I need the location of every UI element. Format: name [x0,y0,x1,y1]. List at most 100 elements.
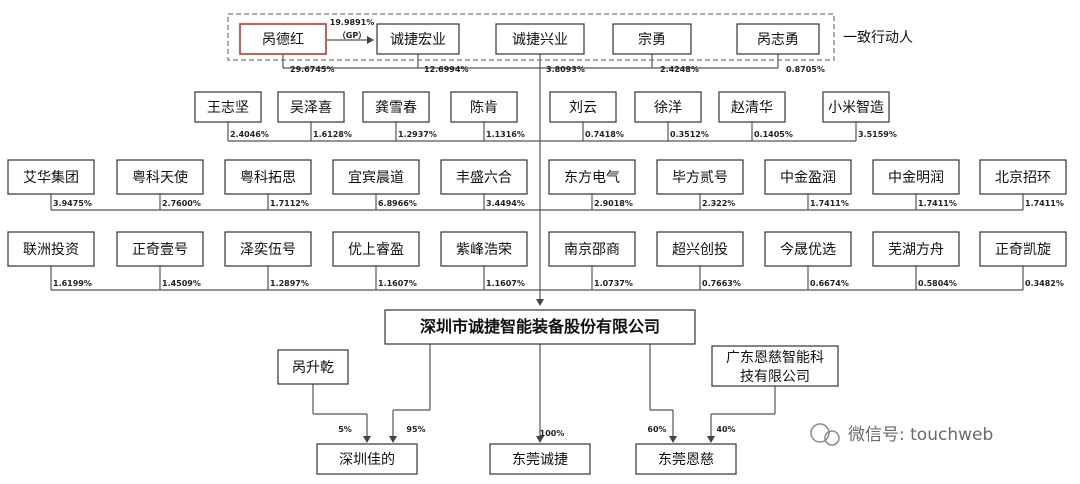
subsidiary-dongguan-chengjie-label: 东莞诚捷 [512,452,568,468]
row2-1-box [277,91,345,123]
stake-enci-guangdong: 40% [716,425,735,434]
row3-stake-9: 1.7411% [1025,199,1064,208]
row3-4-label: 丰盛六合 [456,170,512,186]
stake-zongyong: 2.4248% [660,65,699,74]
watermark-text: 微信号: touchweb [848,425,993,445]
row2-2-box [362,91,430,123]
row3-9-label: 北京招环 [995,170,1051,186]
row3-6-box [656,159,744,195]
row3-stake-5: 2.9018% [594,199,633,208]
shareholder-xiezhiyong-label: 呙志勇 [757,32,799,48]
gp-label: （GP） [338,30,366,40]
wechat-icon [810,423,830,443]
row3-6-label: 毕方贰号 [672,169,728,186]
row2-4-label: 刘云 [569,100,597,116]
row2-stake-3: 1.1316% [486,130,525,139]
row4-1-label: 正奇壹号 [132,241,188,258]
row2-6-box [718,91,786,123]
concert-party-group [227,13,835,61]
stake-chengjie-company: 100% [540,429,565,438]
row4-7-box [764,231,852,267]
row4-4-label: 紫峰浩荣 [456,242,512,258]
row4-9-box [979,231,1067,267]
row2-4-box [549,91,617,123]
wechat-icon-bubble [824,430,840,446]
row3-stake-0: 3.9475% [53,199,92,208]
row2-stake-1: 1.6128% [313,130,352,139]
row3-7-box [764,159,852,195]
row3-1-box [116,159,204,195]
row4-stake-3: 1.1607% [378,279,417,288]
entity-boxes [7,13,1067,475]
row2-stake-6: 0.1405% [754,130,793,139]
row2-2-label: 龚雪春 [375,100,417,116]
row2-0-label: 王志坚 [207,100,249,116]
row3-stake-3: 6.8966% [378,199,417,208]
subsidiary-shenzhen-jiade-box [316,443,418,475]
row4-4-box [440,231,528,267]
row3-0-label: 艾华集团 [23,169,79,186]
main-company-box [384,309,696,345]
row3-8-box [872,159,960,195]
row2-6-label: 赵清华 [731,100,773,116]
stake-chengjie_xingye: 3.8093% [546,65,585,74]
shareholder-xiedehong-label: 呙德红 [262,32,304,48]
stake-jiade-company: 95% [406,425,425,434]
row2-7-box [822,91,890,123]
row3-stake-4: 3.4494% [486,199,525,208]
row3-stake-7: 1.7411% [810,199,849,208]
subsidiary-dongguan-chengjie-box [489,443,591,475]
row3-3-label: 宜宾晨道 [348,170,404,186]
row2-stake-7: 3.5159% [858,130,897,139]
row3-2-box [224,159,312,195]
subsidiary-dongguan-enci-label: 东莞恩慈 [658,452,714,468]
row2-stake-4: 0.7418% [585,130,624,139]
row2-stake-0: 2.4046% [230,130,269,139]
row2-7-label: 小米智造 [828,100,884,116]
row3-stake-6: 2.322% [702,199,735,208]
guangdong-enci-box [711,345,839,387]
guangdong-enci-label-line2: 技有限公司 [740,369,810,385]
row3-4-box [440,159,528,195]
row3-7-label: 中金盈润 [780,170,836,186]
row4-stake-8: 0.5804% [918,279,957,288]
shareholder-xiedehong-box [239,23,327,55]
row4-stake-7: 0.6674% [810,279,849,288]
row2-3-label: 陈肯 [470,99,498,116]
row4-5-box [548,231,636,267]
row4-6-box [656,231,744,267]
row4-9-label: 正奇凯旋 [995,241,1051,258]
shareholder-zongyong-label: 宗勇 [638,32,666,48]
row3-3-box [332,159,420,195]
row3-stake-1: 2.7600% [162,199,201,208]
shareholder-chengjie_xingye-label: 诚捷兴业 [512,32,568,48]
concert-party-label: 一致行动人 [843,30,913,46]
row4-7-label: 今晟优选 [780,242,836,258]
subsidiary-dongguan-enci-box [635,443,737,475]
gp-stake: 19.9891% [330,18,374,27]
stake-xiedehong: 29.6745% [290,65,334,74]
row2-3-box [450,91,518,123]
row4-8-box [872,231,960,267]
row4-0-label: 联洲投资 [23,242,79,258]
row4-stake-6: 0.7663% [702,279,741,288]
shareholder-xiezhiyong-box [736,23,820,55]
row4-8-label: 芜湖方舟 [888,241,944,258]
row3-5-label: 东方电气 [564,170,620,186]
row4-stake-5: 1.0737% [594,279,633,288]
wechat-watermark: 微信号: touchweb [810,423,993,446]
row3-8-label: 中金明润 [888,170,944,186]
row4-stake-0: 1.6199% [53,279,92,288]
guangdong-enci-label-line1: 广东恩慈智能科 [726,350,824,366]
person-xieshengqian-box [277,349,349,385]
row4-stake-1: 1.4509% [162,279,201,288]
row4-3-label: 优上睿盈 [348,242,404,258]
row3-0-box [7,159,95,195]
row2-5-box [634,91,702,123]
row2-1-label: 吴泽喜 [290,100,332,116]
shareholder-zongyong-box [612,23,692,55]
row2-0-box [194,91,262,123]
row3-2-label: 粤科拓思 [240,170,296,186]
stake-enci-company: 60% [647,425,666,434]
row4-2-label: 泽奕伍号 [240,242,296,258]
